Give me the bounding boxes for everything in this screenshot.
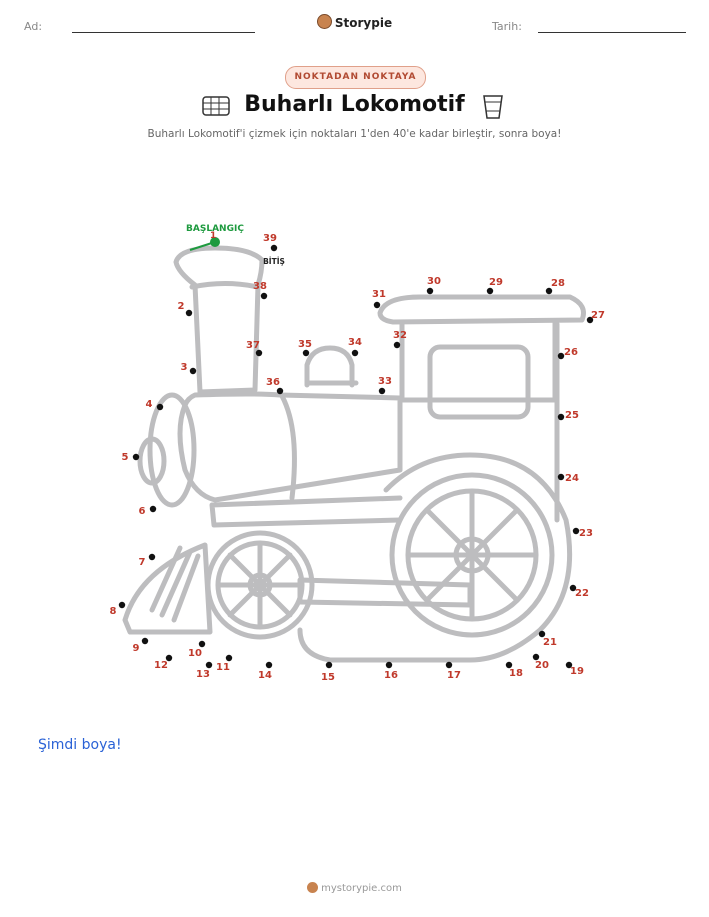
dot-number: 36 <box>266 377 280 388</box>
dot <box>557 352 565 360</box>
dot <box>373 301 381 309</box>
dot-number: 17 <box>447 670 461 681</box>
dot <box>385 661 393 669</box>
dot <box>565 661 573 669</box>
storypie-icon <box>307 882 319 893</box>
locomotive-outline <box>122 245 586 663</box>
dot <box>225 654 233 662</box>
dot-number: 20 <box>535 660 549 671</box>
dot-number: 1 <box>210 231 216 241</box>
dot <box>378 387 386 395</box>
dot-number: 30 <box>427 276 441 287</box>
dot <box>325 661 333 669</box>
dot-number: 21 <box>543 637 557 648</box>
dot-number: 33 <box>378 376 392 387</box>
dot-number: 2 <box>178 301 185 312</box>
storypie-icon <box>316 14 332 29</box>
dot <box>569 584 577 592</box>
dot-number: 5 <box>122 452 129 463</box>
activity-badge: NOKTADAN NOKTAYA <box>285 66 426 89</box>
dot-number: 15 <box>321 672 335 683</box>
dot-number: 31 <box>372 289 386 300</box>
dot-number: 4 <box>146 399 153 410</box>
dot <box>118 601 126 609</box>
dot <box>198 640 206 648</box>
date-line <box>538 32 686 33</box>
dot <box>260 292 268 300</box>
dot-number: 12 <box>154 660 168 671</box>
dot <box>545 287 553 295</box>
dot-number: 6 <box>139 506 146 517</box>
brand-logo: Storypie <box>0 14 709 30</box>
dot <box>189 367 197 375</box>
footer: mystorypie.com <box>0 882 709 894</box>
dot <box>156 403 164 411</box>
start-label: BAŞLANGIÇ <box>186 224 244 234</box>
dot-number: 26 <box>564 347 578 358</box>
dot <box>445 661 453 669</box>
page-title: Buharlı Lokomotif <box>244 92 465 117</box>
name-line <box>72 32 255 33</box>
dot-number: 25 <box>565 410 579 421</box>
brand-name: Storypie <box>334 16 393 30</box>
start-marker <box>210 237 220 247</box>
dot <box>149 505 157 513</box>
dot-number: 7 <box>139 557 146 568</box>
dot-number: 18 <box>509 668 523 679</box>
cup-icon <box>483 95 503 119</box>
dot <box>276 387 284 395</box>
date-label: Tarih: <box>492 20 522 33</box>
dot-number: 8 <box>110 606 117 617</box>
dot-number: 38 <box>253 281 267 292</box>
dot <box>132 453 140 461</box>
dot-number: 35 <box>298 339 312 350</box>
dot-number: 32 <box>393 330 407 341</box>
dot <box>185 309 193 317</box>
dot <box>572 527 580 535</box>
dot-number: 34 <box>348 337 362 348</box>
dot <box>165 654 173 662</box>
dot-number: 3 <box>181 362 188 373</box>
dot <box>205 661 213 669</box>
dot-number: 22 <box>575 588 589 599</box>
dot-number: 16 <box>384 670 398 681</box>
name-label: Ad: <box>24 20 43 33</box>
dot-number: 37 <box>246 340 260 351</box>
dot <box>255 349 263 357</box>
dot-number: 39 <box>263 233 277 244</box>
waffle-icon <box>202 96 230 116</box>
dot <box>486 287 494 295</box>
dot-number: 9 <box>133 643 140 654</box>
dot <box>270 244 278 252</box>
dot-number: 23 <box>579 528 593 539</box>
dot <box>557 473 565 481</box>
dot <box>426 287 434 295</box>
dot-number: 28 <box>551 278 565 289</box>
dot-number: 29 <box>489 277 503 288</box>
dot-number: 27 <box>591 310 605 321</box>
dot <box>532 653 540 661</box>
dot <box>538 630 546 638</box>
dot-number: 24 <box>565 473 579 484</box>
dot <box>557 413 565 421</box>
dot <box>148 553 156 561</box>
dot <box>393 341 401 349</box>
footer-url: mystorypie.com <box>321 883 402 894</box>
dot-number: 14 <box>258 670 272 681</box>
dot-number: 19 <box>570 666 584 677</box>
dot <box>265 661 273 669</box>
dot <box>351 349 359 357</box>
color-now-prompt: Şimdi boya! <box>38 737 122 753</box>
instructions: Buharlı Lokomotif'i çizmek için noktalar… <box>147 128 562 140</box>
dot-number: 10 <box>188 648 202 659</box>
dot-number: 13 <box>196 669 210 680</box>
dot <box>586 316 594 324</box>
dot <box>141 637 149 645</box>
dot <box>302 349 310 357</box>
dot <box>505 661 513 669</box>
end-label: BİTİŞ <box>263 257 285 266</box>
dot-number: 11 <box>216 662 230 673</box>
